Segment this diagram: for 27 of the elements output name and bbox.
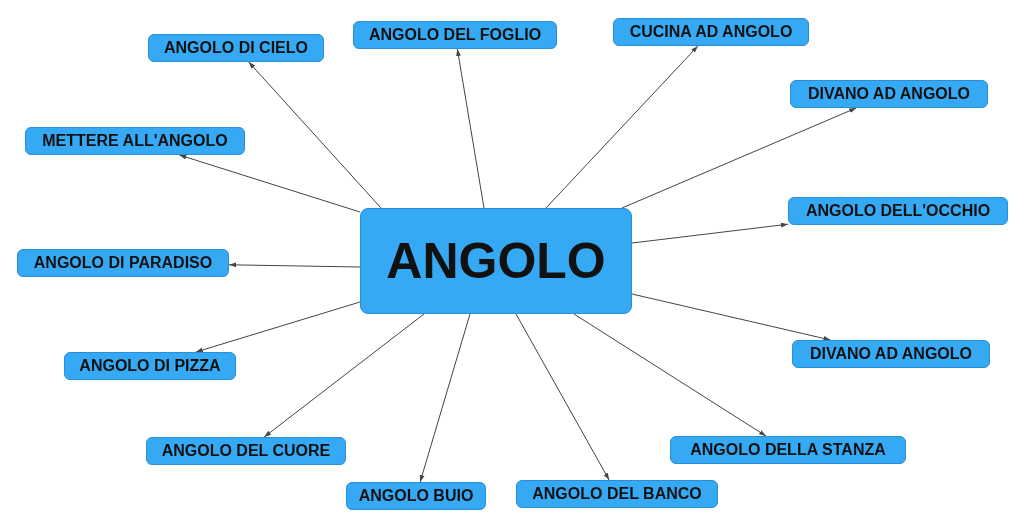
arrow xyxy=(631,293,832,341)
central-topic-box: ANGOLO xyxy=(360,208,632,314)
arrow xyxy=(456,48,485,209)
topic-box: ANGOLO DELL'OCCHIO xyxy=(788,197,1008,225)
topic-box: ANGOLO DELLA STANZA xyxy=(670,436,906,464)
topic-box: ANGOLO DEL FOGLIO xyxy=(353,21,557,49)
arrow xyxy=(228,262,361,268)
topic-box: CUCINA AD ANGOLO xyxy=(613,18,809,46)
topic-box: ANGOLO DEL CUORE xyxy=(146,437,346,465)
topic-box: ANGOLO DI CIELO xyxy=(148,34,324,62)
topic-box: DIVANO AD ANGOLO xyxy=(790,80,988,108)
arrow xyxy=(515,313,610,481)
arrow xyxy=(621,107,857,209)
arrow xyxy=(263,313,425,438)
arrow xyxy=(419,313,471,483)
topic-box: ANGOLO BUIO xyxy=(346,482,486,510)
topic-box: METTERE ALL'ANGOLO xyxy=(25,127,245,155)
topic-box: DIVANO AD ANGOLO xyxy=(792,340,990,368)
arrow xyxy=(178,154,361,213)
topic-box: ANGOLO DI PARADISO xyxy=(17,249,229,277)
arrow xyxy=(573,313,767,437)
arrow xyxy=(545,45,699,209)
arrow xyxy=(195,301,361,353)
topic-box: ANGOLO DEL BANCO xyxy=(516,480,718,508)
topic-box: ANGOLO DI PIZZA xyxy=(64,352,236,380)
arrow xyxy=(248,61,382,209)
arrow xyxy=(631,222,789,244)
